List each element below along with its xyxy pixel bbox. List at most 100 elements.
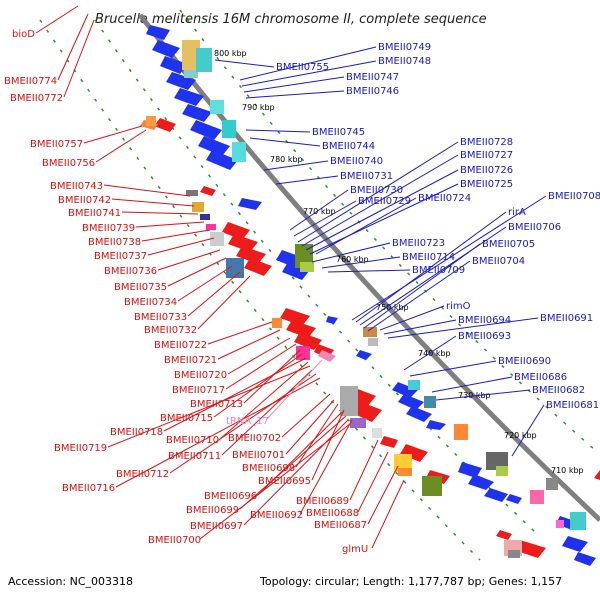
- gene-label[interactable]: BMEII0687: [314, 520, 367, 531]
- gene-label[interactable]: BMEII0728: [460, 137, 513, 148]
- gene-label[interactable]: BMEII0702: [228, 433, 281, 444]
- gene-label[interactable]: glmU: [342, 544, 368, 555]
- gene-label[interactable]: BMEII0772: [10, 93, 63, 104]
- gene-label[interactable]: BMEII0720: [174, 370, 227, 381]
- forward-cog-boxes: [182, 40, 586, 530]
- gene-label[interactable]: BMEII0689: [296, 496, 349, 507]
- gene-label[interactable]: BMEII0710: [166, 435, 219, 446]
- gene-label[interactable]: BMEII0737: [94, 251, 147, 262]
- reverse-gene-label-text: bioD BMEII0774 BMEII0772 BMEII0757 BMEII…: [4, 29, 368, 555]
- gene-label[interactable]: BMEII0713: [190, 399, 243, 410]
- gene-label[interactable]: BMEII0740: [330, 156, 383, 167]
- gene-label[interactable]: BMEII0682: [532, 385, 585, 396]
- gene-label[interactable]: BMEII0741: [68, 208, 121, 219]
- inner-track-guide: [94, 19, 536, 533]
- tick-label: 780 kbp: [270, 155, 303, 164]
- gene-label[interactable]: BMEII0717: [172, 385, 225, 396]
- tick-label: 770 kbp: [303, 207, 336, 216]
- trna-feature: [318, 350, 336, 362]
- gene-label[interactable]: BMEII0688: [306, 508, 359, 519]
- forward-gene-label-text: BMEII0749 BMEII0748 BMEII0755 BMEII0747 …: [276, 42, 600, 411]
- tick-label: 760 kbp: [336, 255, 369, 264]
- gene-label[interactable]: BMEII0715: [160, 413, 213, 424]
- gene-label[interactable]: BMEII0725: [460, 179, 513, 190]
- gene-label[interactable]: BMEII0730: [350, 185, 403, 196]
- gene-label[interactable]: BMEII0722: [154, 340, 207, 351]
- gene-label[interactable]: BMEII0690: [498, 356, 551, 367]
- gene-label[interactable]: BMEII0736: [104, 266, 157, 277]
- tick-label: 740 kbp: [418, 349, 451, 358]
- gene-label[interactable]: bioD: [12, 29, 35, 40]
- gene-label[interactable]: BMEII0705: [482, 239, 535, 250]
- rna-label[interactable]: tRNA_17: [226, 416, 269, 427]
- gene-label[interactable]: BMEII0744: [322, 141, 375, 152]
- gene-label[interactable]: BMEII0732: [144, 325, 197, 336]
- gene-label[interactable]: BMEII0698: [242, 463, 295, 474]
- gene-label[interactable]: BMEII0708: [548, 191, 600, 202]
- gene-label[interactable]: BMEII0701: [232, 450, 285, 461]
- tick-label: 790 kbp: [242, 103, 275, 112]
- gene-label[interactable]: BMEII0748: [378, 56, 431, 67]
- gene-label[interactable]: BMEII0729: [358, 196, 411, 207]
- gene-label[interactable]: BMEII0706: [508, 222, 561, 233]
- gene-label[interactable]: BMEII0746: [346, 86, 399, 97]
- gene-label[interactable]: BMEII0742: [58, 195, 111, 206]
- forward-gene-labels: [214, 46, 547, 457]
- gene-label[interactable]: BMEII0714: [402, 252, 455, 263]
- gene-label[interactable]: BMEII0716: [62, 483, 115, 494]
- gene-label[interactable]: BMEII0709: [412, 265, 465, 276]
- gene-label[interactable]: BMEII0719: [54, 443, 107, 454]
- gene-label[interactable]: BMEII0757: [30, 139, 83, 150]
- tick-label: 800 kbp: [214, 49, 247, 58]
- gene-label[interactable]: BMEII0739: [82, 223, 135, 234]
- gene-label[interactable]: BMEII0724: [418, 193, 471, 204]
- gene-label[interactable]: BMEII0718: [110, 427, 163, 438]
- gene-label[interactable]: rirA: [508, 207, 526, 218]
- gene-label[interactable]: BMEII0681: [546, 400, 599, 411]
- gene-label[interactable]: BMEII0694: [458, 315, 511, 326]
- gene-label[interactable]: BMEII0697: [190, 521, 243, 532]
- gene-label[interactable]: rimO: [446, 301, 471, 312]
- gene-label[interactable]: BMEII0734: [124, 297, 177, 308]
- gene-label[interactable]: BMEII0712: [116, 469, 169, 480]
- outer-track-guide: [179, 9, 596, 451]
- accession-text: Accession: NC_003318: [8, 575, 133, 588]
- gene-label[interactable]: BMEII0747: [346, 72, 399, 83]
- gene-label[interactable]: BMEII0695: [258, 476, 311, 487]
- gene-label[interactable]: BMEII0738: [88, 237, 141, 248]
- gene-label[interactable]: BMEII0696: [204, 491, 257, 502]
- gene-label[interactable]: BMEII0731: [340, 171, 393, 182]
- gene-label[interactable]: BMEII0723: [392, 238, 445, 249]
- gene-label[interactable]: BMEII0686: [514, 372, 567, 383]
- gene-label[interactable]: BMEII0727: [460, 150, 513, 161]
- gene-label[interactable]: BMEII0726: [460, 165, 513, 176]
- gene-label[interactable]: BMEII0704: [472, 256, 525, 267]
- gene-label[interactable]: BMEII0735: [114, 282, 167, 293]
- gene-label[interactable]: BMEII0755: [276, 62, 329, 73]
- tick-label: 720 kbp: [504, 431, 537, 440]
- reverse-cog-boxes: [146, 116, 522, 558]
- kbp-ticks: 800 kbp 790 kbp 780 kbp 770 kbp 760 kbp …: [214, 49, 584, 475]
- gene-label[interactable]: BMEII0749: [378, 42, 431, 53]
- topology-text: Topology: circular; Length: 1,177,787 bp…: [259, 575, 562, 588]
- map-title: Brucella melitensis 16M chromosome II, c…: [95, 12, 487, 27]
- tick-label: 710 kbp: [551, 466, 584, 475]
- gene-label[interactable]: BMEII0756: [42, 158, 95, 169]
- gene-label[interactable]: BMEII0699: [186, 505, 239, 516]
- gene-label[interactable]: BMEII0711: [168, 451, 221, 462]
- chromosome-backbone: [138, 13, 600, 522]
- gene-label[interactable]: BMEII0692: [250, 510, 303, 521]
- gene-label[interactable]: BMEII0700: [148, 535, 201, 546]
- outermost-track-guide: [39, 19, 481, 561]
- gene-label[interactable]: BMEII0721: [164, 355, 217, 366]
- gene-label[interactable]: BMEII0774: [4, 76, 57, 87]
- gene-label[interactable]: BMEII0693: [458, 331, 511, 342]
- reverse-gene-labels: [35, 5, 405, 549]
- gene-label[interactable]: BMEII0743: [50, 181, 103, 192]
- rna-leader-line: [265, 359, 323, 421]
- gene-label[interactable]: BMEII0745: [312, 127, 365, 138]
- gene-label[interactable]: BMEII0733: [134, 312, 187, 323]
- gene-label[interactable]: BMEII0691: [540, 313, 593, 324]
